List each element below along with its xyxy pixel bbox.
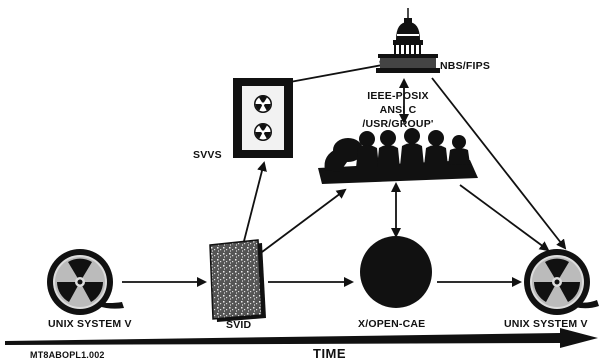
- document-book-icon: [210, 240, 266, 322]
- label-figure-code: MT8ABOPL1.002: [30, 350, 105, 360]
- label-svvs: SVVS: [193, 149, 222, 161]
- label-time: TIME: [313, 346, 346, 361]
- label-x-open-cae: X/OPEN-CAE: [358, 318, 425, 330]
- capitol-building-icon: [376, 8, 440, 73]
- label-usr-group: /USR/GROUP': [352, 117, 444, 131]
- label-unix-system-v-right: UNIX SYSTEM V: [504, 318, 588, 330]
- arrow-svid-to-committee: [262, 190, 345, 252]
- label-ieee-posix: IEEE-POSIX: [352, 89, 444, 103]
- time-arrow: [5, 328, 598, 348]
- committee-people-icon: [318, 128, 478, 184]
- arrow-svvs-to-nbs: [290, 64, 388, 82]
- film-reel-radiation-icon: [524, 249, 599, 315]
- label-ansi-c: ANSI C: [352, 103, 444, 117]
- filled-circle-icon: [360, 236, 432, 308]
- radiation-panel-icon: [233, 78, 293, 158]
- arrow-svid-to-svvs: [243, 163, 264, 245]
- label-nbs-fips: NBS/FIPS: [440, 60, 490, 72]
- film-reel-radiation-icon: [47, 249, 124, 315]
- label-ieee-posix-group: IEEE-POSIX ANSI C /USR/GROUP': [352, 89, 444, 131]
- label-svid: SVID: [226, 319, 251, 331]
- arrow-committee-to-unix: [460, 185, 548, 250]
- label-unix-system-v-left: UNIX SYSTEM V: [48, 318, 132, 330]
